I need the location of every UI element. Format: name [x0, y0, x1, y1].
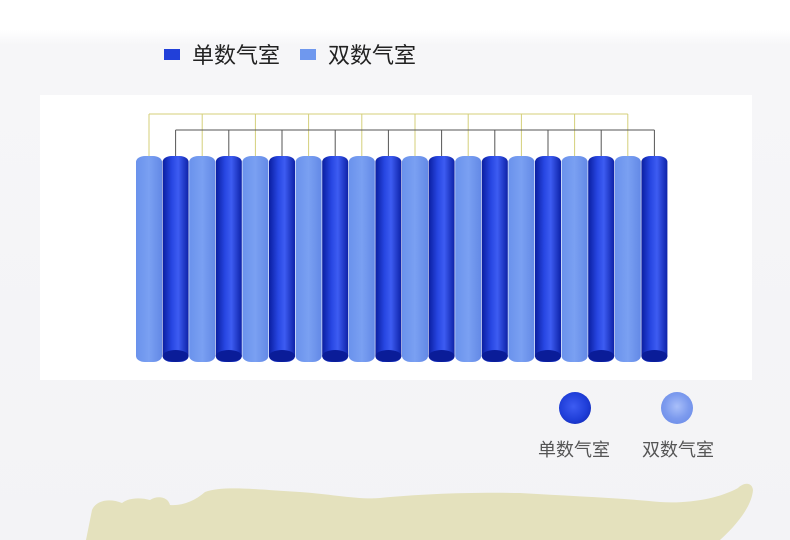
even-air-chamber — [614, 156, 641, 362]
lying-body-silhouette-icon — [86, 483, 753, 540]
even-chamber-ball-icon — [661, 392, 693, 424]
even-air-chamber — [402, 156, 428, 362]
even-air-chamber — [348, 156, 375, 362]
odd-air-chamber — [641, 156, 668, 362]
odd-air-chamber — [588, 156, 615, 362]
odd-chamber-base — [269, 350, 295, 362]
even-air-chamber — [561, 156, 588, 362]
odd-air-chamber — [215, 156, 242, 362]
odd-air-chamber — [322, 156, 349, 362]
bottom-label-odd: 单数气室 — [538, 440, 610, 461]
even-air-chamber — [295, 156, 322, 362]
odd-air-chamber — [428, 156, 455, 362]
odd-air-chamber — [162, 156, 189, 362]
legend-label-odd: 单数气室 — [192, 44, 281, 69]
odd-chamber-base — [215, 350, 242, 362]
odd-chamber-ball-icon — [559, 392, 591, 424]
top-legend: 单数气室 双数气室 — [164, 38, 436, 70]
legend-item-odd: 单数气室 — [164, 38, 280, 70]
odd-chamber-base — [588, 350, 615, 362]
odd-air-chamber — [375, 156, 402, 362]
legend-item-even: 双数气室 — [300, 38, 416, 70]
odd-chamber-swatch — [164, 48, 180, 60]
odd-air-chamber — [481, 156, 508, 362]
even-air-chamber — [189, 156, 216, 362]
even-chamber-swatch — [300, 48, 317, 60]
odd-air-chamber — [269, 156, 295, 362]
odd-chamber-base — [535, 350, 561, 362]
even-air-chamber — [455, 156, 482, 362]
odd-chamber-base — [162, 350, 189, 362]
legend-label-even: 双数气室 — [328, 44, 417, 69]
even-air-chamber — [508, 156, 535, 362]
odd-air-chamber — [535, 156, 561, 362]
odd-chamber-base — [322, 350, 349, 362]
even-air-chamber — [242, 156, 269, 362]
odd-chamber-base — [375, 350, 402, 362]
odd-chamber-base — [641, 350, 668, 362]
odd-chamber-base — [481, 350, 508, 362]
odd-chamber-base — [428, 350, 455, 362]
bottom-label-even: 双数气室 — [642, 440, 714, 461]
even-air-chamber — [136, 156, 162, 362]
